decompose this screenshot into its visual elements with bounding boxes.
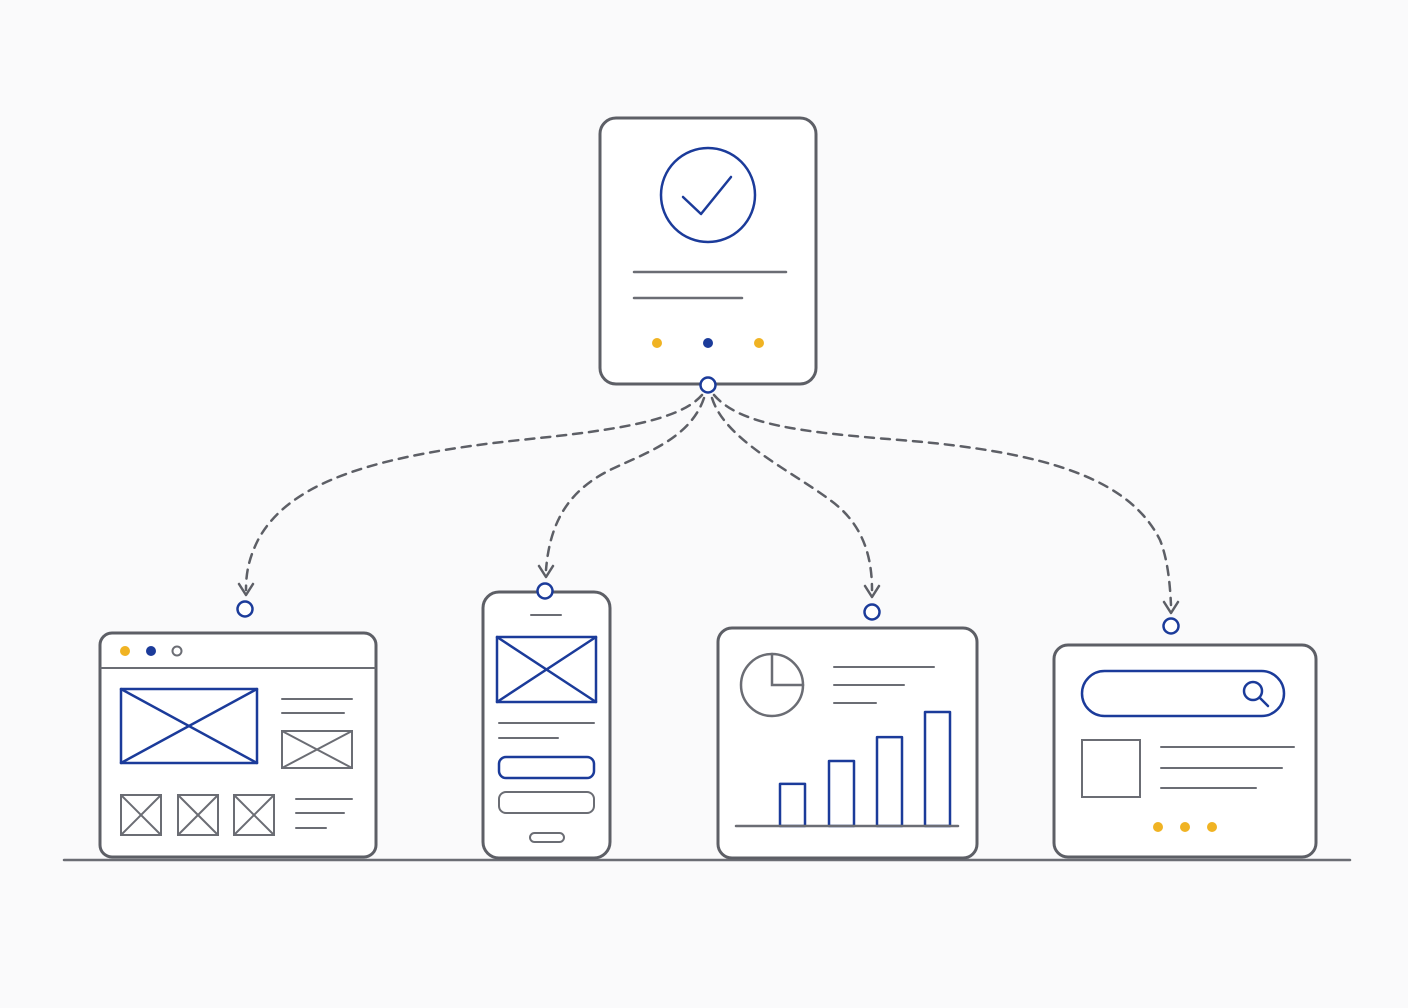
pie-chart-icon xyxy=(739,652,805,718)
connector-search xyxy=(712,393,1173,607)
browser-card xyxy=(98,600,378,859)
window-dot-empty xyxy=(171,645,183,657)
dashboard-card xyxy=(716,603,979,860)
primary-button-shape xyxy=(497,755,596,780)
image-placeholder-icon xyxy=(119,687,259,765)
window-dot-blue xyxy=(146,646,156,656)
thumbnail-icon xyxy=(233,794,275,836)
search-bar xyxy=(1080,669,1286,718)
yellow-dot xyxy=(1180,822,1190,832)
mobile-connector-node xyxy=(536,582,554,600)
yellow-dot xyxy=(652,338,662,348)
connector-browser xyxy=(244,393,704,592)
image-placeholder-icon xyxy=(1081,739,1141,798)
arrowhead-mobile xyxy=(537,564,555,579)
arrowhead-dashboard xyxy=(863,584,881,599)
blue-dot xyxy=(703,338,713,348)
connector-mobile xyxy=(544,396,706,572)
connectors xyxy=(237,393,1180,615)
yellow-dot xyxy=(1153,822,1163,832)
source-connector-node xyxy=(699,376,717,394)
home-indicator xyxy=(529,832,565,843)
check-circle-icon xyxy=(659,146,757,244)
yellow-dot xyxy=(754,338,764,348)
secondary-button-shape xyxy=(498,791,595,814)
image-placeholder-icon xyxy=(495,635,598,704)
checkmark-icon xyxy=(681,175,733,216)
image-placeholder-icon xyxy=(281,730,353,769)
search-icon xyxy=(1242,680,1270,708)
arrowhead-browser xyxy=(237,582,255,597)
thumbnail-icon xyxy=(177,794,219,836)
source-card xyxy=(598,116,818,394)
yellow-dot xyxy=(1207,822,1217,832)
thumbnail-icon xyxy=(120,794,162,836)
search-card xyxy=(1052,617,1318,859)
browser-connector-node xyxy=(236,600,254,618)
search-connector-node xyxy=(1162,617,1180,635)
mobile-card xyxy=(481,582,612,860)
dashboard-connector-node xyxy=(863,603,881,621)
arrowhead-search xyxy=(1162,600,1180,615)
window-dot-yellow xyxy=(120,646,130,656)
connector-dashboard xyxy=(710,396,874,592)
